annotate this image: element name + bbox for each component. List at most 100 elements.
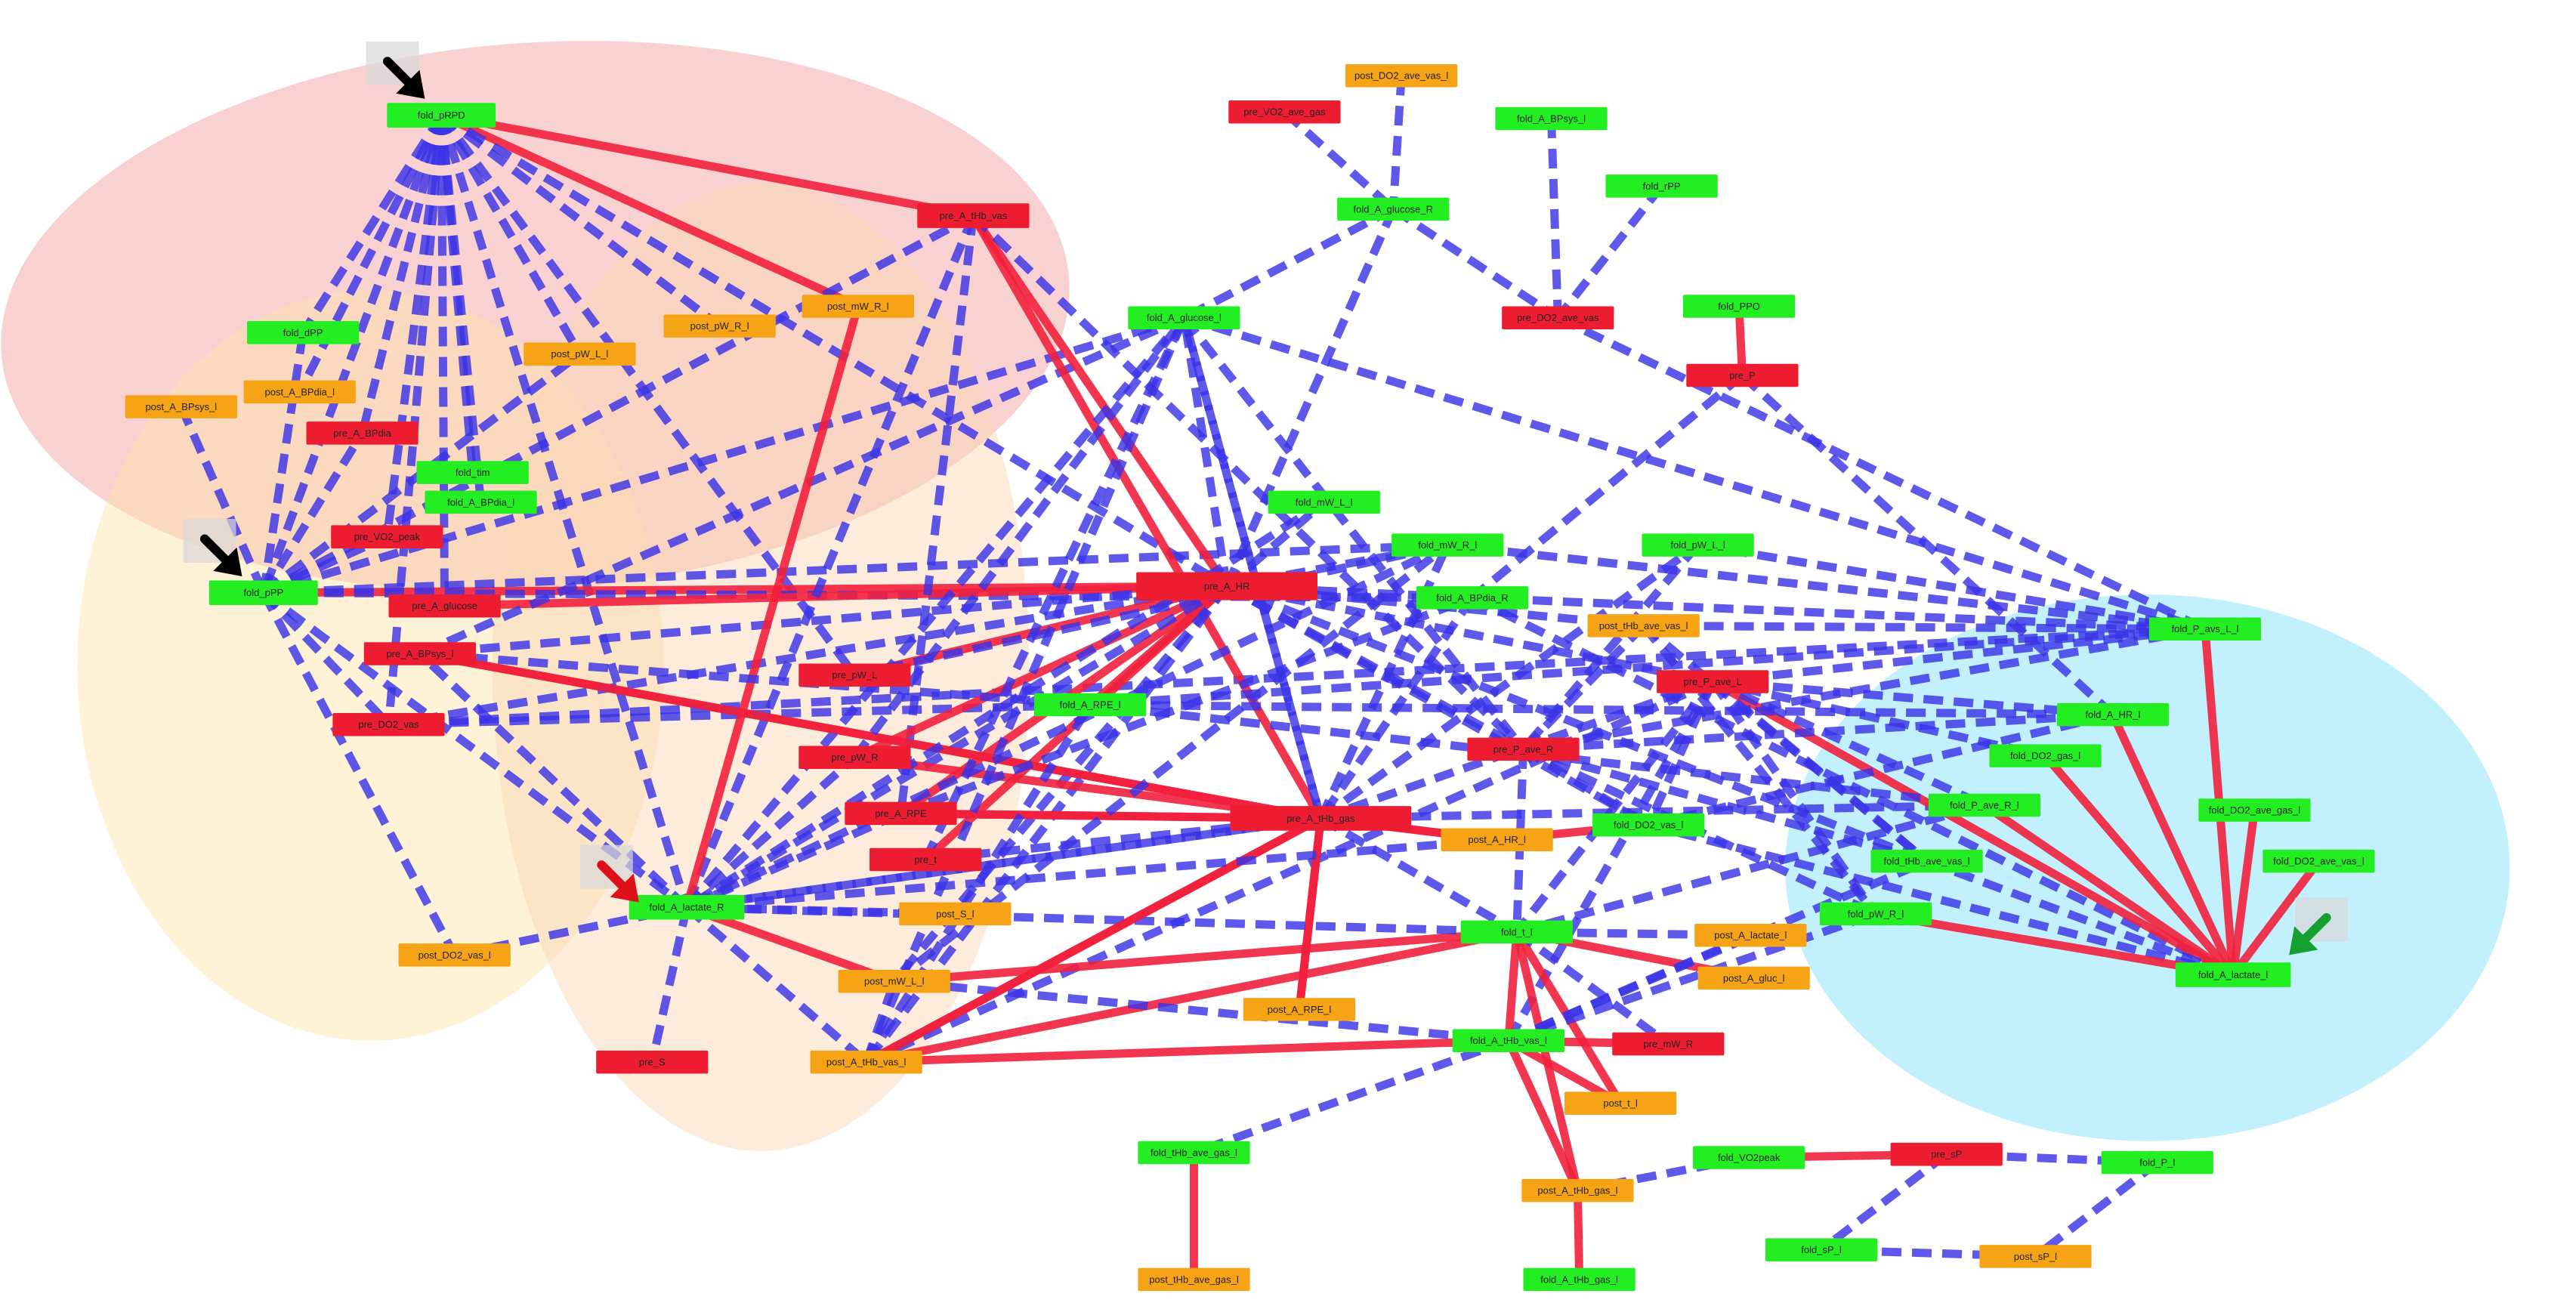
negative-edge-fold_mW_R_l-fold_A_lactate_R: [684, 541, 1450, 912]
node-fold_DO2_vas_l[interactable]: fold_DO2_vas_l: [1592, 813, 1705, 837]
negative-edge-fold_t_l-pre_mW_R: [1514, 928, 1671, 1048]
node-pre_A_glucose[interactable]: pre_A_glucose: [388, 594, 501, 618]
node-pre_sP[interactable]: pre_sP: [1890, 1142, 2003, 1166]
negative-edge-fold_pPP-pre_VO2_peak: [261, 533, 389, 597]
negative-edge-fold_A_glucose_R-fold_A_glucose_l: [1181, 205, 1395, 322]
node-fold_A_tHb_vas_l[interactable]: fold_A_tHb_vas_l: [1452, 1029, 1564, 1053]
node-post_pW_L_l[interactable]: post_pW_L_l: [524, 342, 636, 366]
node-box: [1657, 670, 1769, 693]
node-fold_A_lactate_l[interactable]: fold_A_lactate_l: [2175, 962, 2291, 987]
negative-edge-fold_A_lactate_R-pre_A_tHb_gas: [686, 814, 1322, 912]
node-pre_DO2_vas[interactable]: pre_DO2_vas: [332, 712, 445, 736]
node-pre_DO2_ave_vas[interactable]: pre_DO2_ave_vas: [1502, 306, 1614, 329]
node-post_S_l[interactable]: post_S_l: [899, 902, 1012, 926]
node-pre_A_tHb_vas[interactable]: pre_A_tHb_vas: [917, 203, 1030, 228]
node-fold_rPP[interactable]: fold_rPP: [1605, 174, 1718, 198]
node-layer: fold_pRPD fold_dPP post_A_BPsys_l post_A_BP…: [125, 64, 2375, 1292]
negative-edge-post_mW_L_l-fold_mW_R_l: [891, 542, 1450, 985]
node-post_pW_R_l[interactable]: post_pW_R_l: [663, 314, 776, 338]
node-label: pre_A_RPE: [875, 807, 927, 819]
node-post_DO2_ave_vas_l[interactable]: post_DO2_ave_vas_l: [1345, 64, 1458, 88]
node-fold_dPP[interactable]: fold_dPP: [247, 321, 360, 344]
node-post_tHb_ave_vas_l[interactable]: post_tHb_ave_vas_l: [1587, 614, 1700, 638]
node-label: pre_P: [1729, 369, 1756, 381]
node-pre_A_tHb_gas[interactable]: pre_A_tHb_gas: [1230, 806, 1412, 831]
node-pre_mW_R[interactable]: pre_mW_R: [1612, 1032, 1725, 1056]
node-fold_tHb_ave_vas_l[interactable]: fold_tHb_ave_vas_l: [1870, 849, 1983, 873]
node-pre_pW_R[interactable]: pre_pW_R: [798, 746, 911, 770]
node-fold_mW_L_l[interactable]: fold_mW_L_l: [1268, 490, 1380, 514]
node-fold_VO2peak[interactable]: fold_VO2peak: [1693, 1146, 1805, 1169]
node-label: post_pW_L_l: [551, 348, 608, 360]
node-pre_VO2_peak[interactable]: pre_VO2_peak: [331, 525, 443, 548]
node-post_A_BPdia_l[interactable]: post_A_BPdia_l: [243, 380, 356, 404]
node-fold_sP_l[interactable]: fold_sP_l: [1765, 1238, 1878, 1261]
node-post_A_tHb_vas_l[interactable]: post_A_tHb_vas_l: [810, 1050, 922, 1074]
node-fold_A_lactate_R[interactable]: fold_A_lactate_R: [629, 894, 745, 920]
node-box: [798, 746, 911, 770]
node-fold_A_glucose_l[interactable]: fold_A_glucose_l: [1128, 306, 1240, 329]
node-post_t_l[interactable]: post_t_l: [1564, 1091, 1677, 1115]
negative-edge-fold_pPP-pre_A_BPdia: [260, 431, 366, 595]
node-fold_DO2_gas_l[interactable]: fold_DO2_gas_l: [1989, 744, 2102, 767]
node-label: fold_sP_l: [1801, 1244, 1842, 1255]
node-fold_A_BPdia_l[interactable]: fold_A_BPdia_l: [425, 490, 537, 514]
node-box: [2101, 1150, 2213, 1175]
node-fold_pW_L_l[interactable]: fold_pW_L_l: [1642, 533, 1754, 557]
node-fold_A_BPsys_l[interactable]: fold_A_BPsys_l: [1495, 107, 1608, 131]
negative-edge-pre_DO2_ave_vas-fold_P_avs_L_l: [1555, 313, 2207, 633]
node-pre_A_BPsys_l[interactable]: pre_A_BPsys_l: [363, 642, 477, 665]
node-fold_mW_R_l[interactable]: fold_mW_R_l: [1391, 533, 1504, 557]
node-fold_P_l[interactable]: fold_P_l: [2101, 1150, 2213, 1175]
node-fold_A_HR_l[interactable]: fold_A_HR_l: [2056, 702, 2170, 727]
cluster-cyan: [1785, 594, 2510, 1141]
node-pre_pW_L[interactable]: pre_pW_L: [798, 663, 911, 687]
node-box: [416, 461, 529, 484]
positive-edge-pre_A_HR-fold_A_RPE_l: [1087, 582, 1230, 709]
node-post_A_RPE_l[interactable]: post_A_RPE_l: [1243, 998, 1356, 1021]
node-fold_t_l[interactable]: fold_t_l: [1460, 920, 1573, 944]
node-pre_A_BPdia[interactable]: pre_A_BPdia: [306, 421, 419, 445]
node-label: fold_tHb_ave_vas_l: [1883, 856, 1969, 867]
node-fold_A_RPE_l[interactable]: fold_A_RPE_l: [1034, 693, 1147, 717]
node-fold_tim[interactable]: fold_tim: [416, 461, 529, 484]
negative-edge-fold_A_glucose_R-pre_DO2_ave_vas: [1391, 205, 1561, 322]
node-label: fold_P_ave_R_l: [1950, 799, 2019, 810]
node-fold_tHb_ave_gas_l[interactable]: fold_tHb_ave_gas_l: [1138, 1141, 1250, 1165]
node-pre_VO2_ave_gas[interactable]: pre_VO2_ave_gas: [1228, 100, 1341, 124]
node-fold_PPO[interactable]: fold_PPO: [1682, 295, 1796, 318]
negative-edge-fold_pRPD-pre_A_BPdia: [358, 114, 446, 434]
positive-edge-fold_A_lactate_R-post_mW_L_l: [685, 903, 896, 986]
node-box: [306, 421, 419, 445]
node-post_tHb_ave_gas_l[interactable]: post_tHb_ave_gas_l: [1138, 1267, 1250, 1292]
node-post_A_gluc_l[interactable]: post_A_gluc_l: [1697, 966, 1810, 990]
positive-edge-post_A_RPE_l-pre_A_tHb_gas: [1295, 817, 1325, 1010]
node-pre_A_RPE[interactable]: pre_A_RPE: [845, 801, 957, 826]
node-fold_A_tHb_gas_l[interactable]: fold_A_tHb_gas_l: [1523, 1267, 1635, 1292]
node-fold_pRPD[interactable]: fold_pRPD: [387, 103, 496, 128]
node-pre_P_ave_R[interactable]: pre_P_ave_R: [1467, 737, 1580, 761]
node-fold_pPP[interactable]: fold_pPP: [208, 580, 318, 606]
node-pre_P[interactable]: pre_P: [1686, 363, 1799, 387]
node-post_A_tHb_gas_l[interactable]: post_A_tHb_gas_l: [1521, 1178, 1634, 1202]
node-fold_DO2_ave_vas_l[interactable]: fold_DO2_ave_vas_l: [2262, 849, 2375, 873]
node-fold_A_BPdia_R[interactable]: fold_A_BPdia_R: [1416, 586, 1529, 610]
node-post_mW_R_l[interactable]: post_mW_R_l: [802, 295, 914, 318]
node-fold_A_glucose_R[interactable]: fold_A_glucose_R: [1337, 197, 1450, 221]
node-pre_t[interactable]: pre_t: [869, 847, 982, 872]
node-pre_P_ave_L[interactable]: pre_P_ave_L: [1657, 670, 1769, 693]
positive-edge-pre_A_HR-pre_pW_R: [853, 582, 1229, 761]
node-fold_pW_R_l[interactable]: fold_pW_R_l: [1819, 902, 1932, 926]
node-pre_S[interactable]: pre_S: [596, 1050, 709, 1074]
node-post_mW_L_l[interactable]: post_mW_L_l: [838, 970, 950, 993]
node-post_A_HR_l[interactable]: post_A_HR_l: [1441, 828, 1553, 852]
node-fold_P_ave_R_l[interactable]: fold_P_ave_R_l: [1928, 793, 2041, 817]
node-post_sP_l[interactable]: post_sP_l: [1979, 1245, 2092, 1268]
node-post_DO2_vas_l[interactable]: post_DO2_vas_l: [398, 943, 511, 967]
node-post_A_lactate_l[interactable]: post_A_lactate_l: [1694, 923, 1807, 947]
node-fold_DO2_ave_gas_l[interactable]: fold_DO2_ave_gas_l: [2198, 798, 2311, 822]
node-fold_P_avs_L_l[interactable]: fold_P_avs_L_l: [2148, 617, 2262, 641]
negative-edge-fold_A_lactate_R-pre_pW_R: [684, 754, 858, 911]
node-pre_A_HR[interactable]: pre_A_HR: [1136, 572, 1317, 600]
node-post_A_BPsys_l[interactable]: post_A_BPsys_l: [125, 395, 237, 418]
